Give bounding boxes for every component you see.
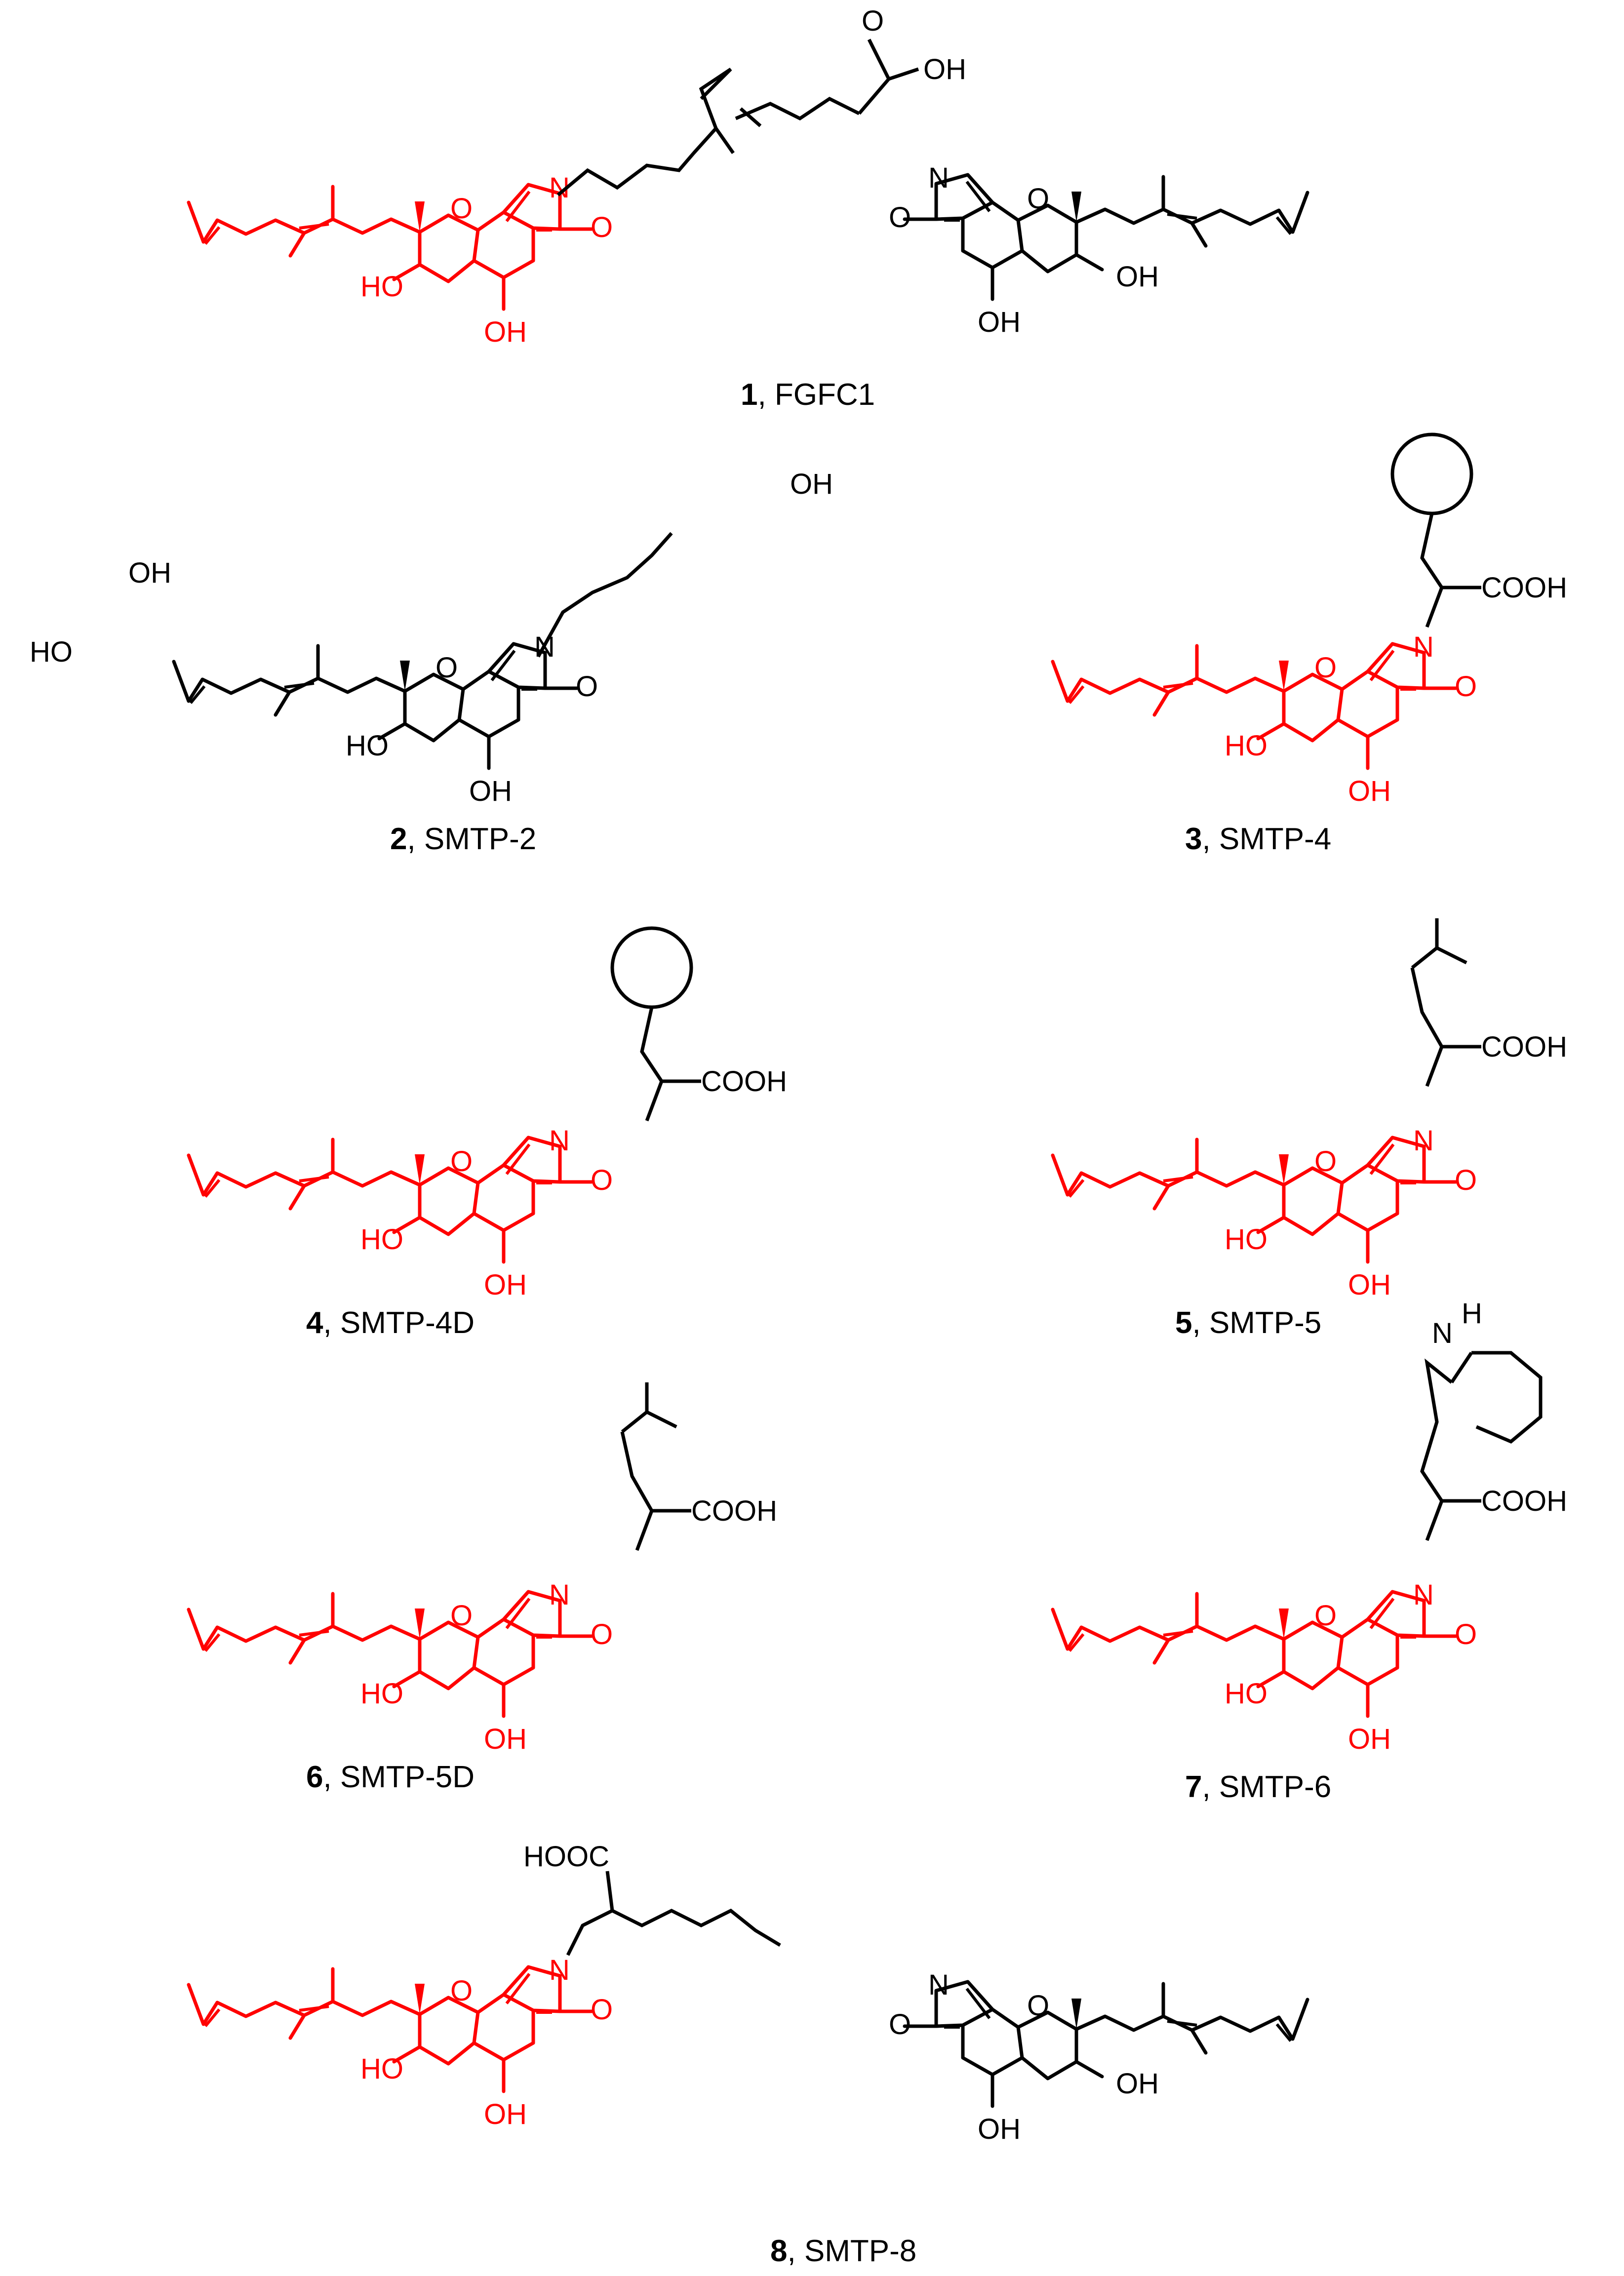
atom-label: O [450,193,473,225]
atom-label: OH [978,2113,1021,2145]
atom-label: O [450,1145,473,1177]
compound-label-1: 1, FGFC1 [741,378,875,412]
compound-3-structure: O N O HO OH COOH 3, SMTP-4 [1053,432,1567,856]
atom-label: O [1455,670,1477,703]
atom-label: O [1314,1600,1337,1632]
atom-label: HO [360,271,403,303]
atom-label: O [1314,652,1337,684]
atom-label: O [591,1994,613,2026]
atom-label: N [1432,1317,1453,1349]
compound-6-structure: O N O HO OH COOH 6, SMTP-5D [189,1382,777,1794]
atom-label: O [576,670,598,703]
atom-label: OH [484,2098,527,2130]
atom-label: COOH [691,1495,777,1527]
atom-label: HO [360,2053,403,2085]
atom-label: OH [923,53,966,85]
compound-label-5: 5, SMTP-5 [1175,1306,1321,1340]
atom-label: N [549,1579,570,1611]
compound-label-3: 3, SMTP-4 [1185,822,1331,856]
atom-label: O [591,1618,613,1650]
atom-label: O [862,5,884,37]
atom-label: HO [346,730,389,762]
atom-label: O [591,1164,613,1196]
atom-label: O [1455,1164,1477,1196]
atom-label: OH [128,557,171,589]
compound-label-6: 6, SMTP-5D [306,1760,475,1794]
atom-label: O [889,201,911,234]
atom-label: OH [1348,1723,1391,1755]
atom-label: N [928,162,949,194]
atom-label: HOOC [523,1841,609,1873]
atom-label: OH [1348,775,1391,807]
atom-label: OH [790,468,833,500]
atom-label: H [1462,1297,1482,1330]
compound-label-2: 2, SMTP-2 [390,822,536,856]
atom-label: O [591,211,613,243]
compound-4-structure: O N O HO OH COOH 4, SMTP-4D [189,926,787,1340]
atom-label: OH [484,1723,527,1755]
atom-label: COOH [1481,1485,1567,1517]
atom-label: O [1027,1990,1049,2022]
atom-label: COOH [1481,572,1567,604]
atom-label: HO [30,636,73,668]
compound-label-4: 4, SMTP-4D [306,1306,475,1340]
atom-label: OH [1348,1269,1391,1301]
atom-label: O [450,1600,473,1632]
compound-8-structure: O N O HO OH O N O OH OH HOOC 8, SMTP-8 [189,1841,1307,2268]
atom-label: N [1413,1579,1434,1611]
atom-label: N [549,1954,570,1986]
atom-label: N [549,1125,570,1157]
atom-label: HO [1225,1223,1268,1256]
atom-label: OH [1116,261,1159,293]
compound-1-structure: O N O HO OH O N O OH OH O OH 1, FGFC1 [189,5,1307,412]
atom-label: O [1027,183,1049,215]
atom-label: COOH [1481,1031,1567,1063]
atom-label: OH [1116,2068,1159,2100]
atom-label: HO [1225,1678,1268,1710]
atom-label: O [1455,1618,1477,1650]
atom-label: N [928,1969,949,2001]
atom-label: N [1413,631,1434,663]
compound-label-8: 8, SMTP-8 [770,2234,916,2268]
atom-label: OH [469,775,512,807]
atom-label: HO [360,1678,403,1710]
compound-7-structure: O N O HO OH N H COOH 7, SMTP-6 [1053,1297,1567,1804]
atom-label: HO [360,1223,403,1256]
atom-label: O [436,652,458,684]
atom-label: N [1413,1125,1434,1157]
compound-2-structure: O N O HO OH OH HO OH 2, SMTP-2 [30,468,833,856]
atom-label: COOH [701,1065,787,1098]
atom-label: O [1314,1145,1337,1177]
atom-label: HO [1225,730,1268,762]
compound-label-7: 7, SMTP-6 [1185,1770,1331,1804]
atom-label: OH [484,316,527,348]
atom-label: OH [978,306,1021,338]
atom-label: O [450,1975,473,2007]
atom-label: OH [484,1269,527,1301]
compound-5-structure: O N O HO OH COOH 5, SMTP-5 [1053,918,1567,1340]
atom-label: O [889,2008,911,2041]
